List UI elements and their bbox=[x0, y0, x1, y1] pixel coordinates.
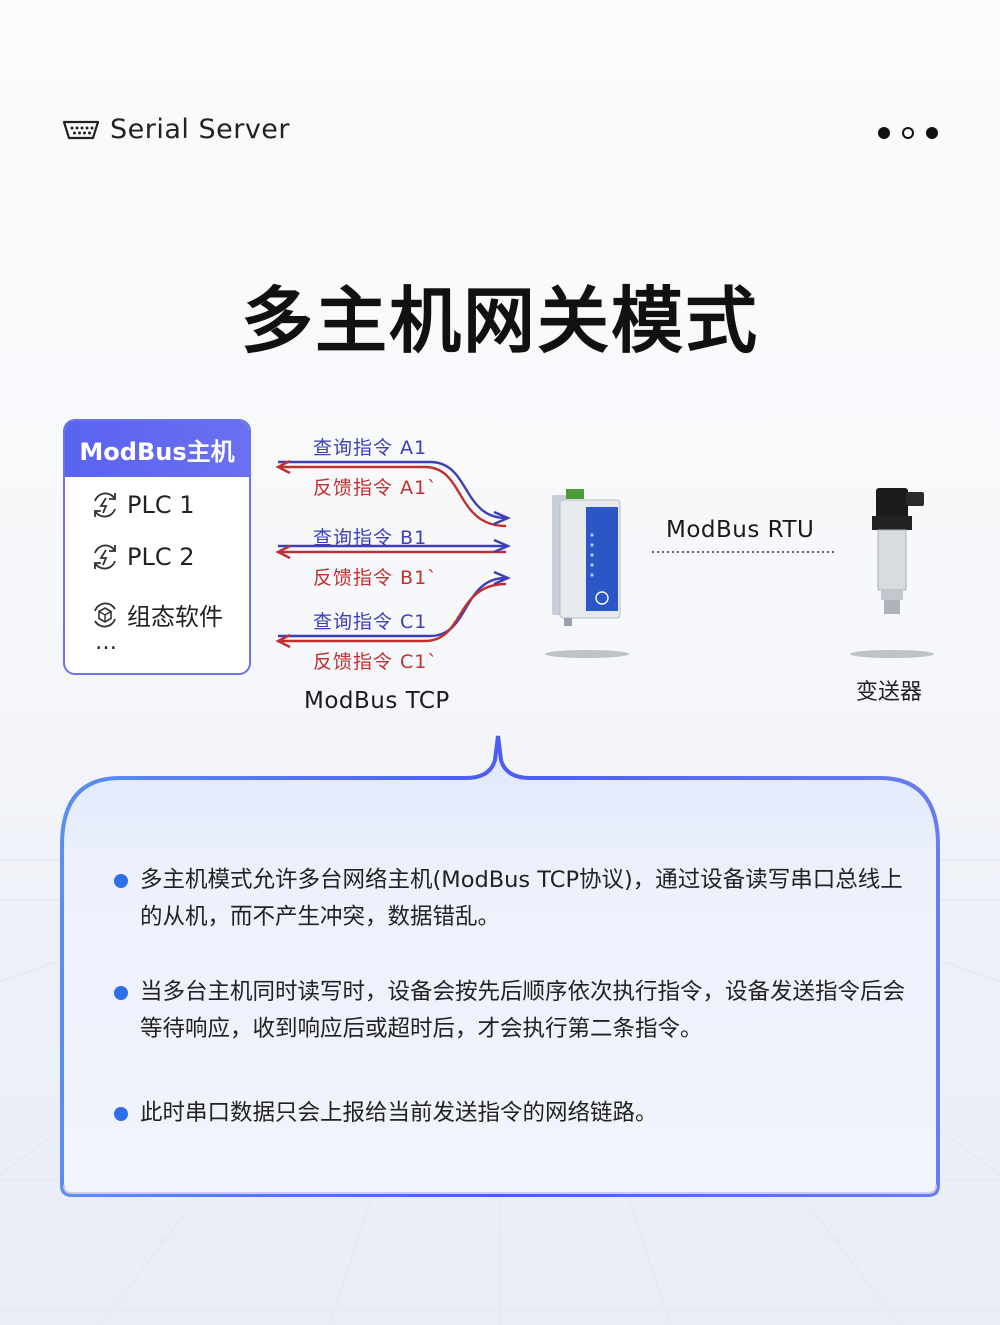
info-card bbox=[60, 735, 940, 1197]
indicator-dot-filled bbox=[878, 127, 890, 139]
bullet-item: 当多台主机同时读写时，设备会按先后顺序依次执行指令，设备发送指令后会等待响应，收… bbox=[110, 974, 910, 1048]
plc-cycle-icon bbox=[94, 492, 116, 518]
protocol-rtu-label: ModBus RTU bbox=[666, 517, 815, 543]
host-item-software: 组态软件 bbox=[89, 597, 223, 632]
modbus-host-box: ModBus主机 bbox=[63, 419, 251, 675]
bullet-text: 当多台主机同时读写时，设备会按先后顺序依次执行指令，设备发送指令后会等待响应，收… bbox=[140, 979, 906, 1042]
transmitter-image bbox=[850, 488, 934, 658]
query-label-b: 查询指令 B1 bbox=[313, 527, 428, 549]
plc-cycle-icon bbox=[94, 544, 116, 570]
indicator-dot-outline bbox=[902, 127, 914, 139]
host-item-plc2: PLC 2 bbox=[89, 541, 195, 573]
device-image bbox=[545, 489, 629, 658]
brand-name: Serial Server bbox=[110, 114, 291, 145]
bullet-text: 多主机模式允许多台网络主机(ModBus TCP协议)，通过设备读写串口总线上的… bbox=[140, 867, 903, 930]
page-title: 多主机网关模式 bbox=[240, 279, 759, 363]
bullet-text: 此时串口数据只会上报给当前发送指令的网络链路。 bbox=[140, 1100, 658, 1126]
transmitter-label: 变送器 bbox=[856, 680, 923, 705]
bullet-item: 多主机模式允许多台网络主机(ModBus TCP协议)，通过设备读写串口总线上的… bbox=[110, 862, 910, 936]
query-line-a bbox=[278, 460, 507, 520]
query-line-c bbox=[278, 576, 507, 638]
host-more: … bbox=[95, 630, 117, 655]
arrow-tail-c bbox=[275, 633, 291, 649]
host-item-plc1: PLC 1 bbox=[89, 489, 195, 521]
serial-port-icon bbox=[62, 120, 100, 139]
query-label-a: 查询指令 A1 bbox=[313, 437, 428, 459]
arrow-tail-b bbox=[275, 544, 291, 560]
host-box-title: ModBus主机 bbox=[65, 421, 249, 477]
arrow-head-b bbox=[493, 538, 512, 554]
host-item-label: PLC 2 bbox=[127, 543, 195, 571]
bullet-dot bbox=[114, 986, 128, 1000]
response-label-b: 反馈指令 B1` bbox=[313, 567, 438, 589]
arrow-head-c bbox=[493, 570, 512, 586]
response-line-c bbox=[278, 582, 507, 643]
response-line-a bbox=[278, 465, 507, 528]
bullet-dot bbox=[114, 874, 128, 888]
bullet-item: 此时串口数据只会上报给当前发送指令的网络链路。 bbox=[110, 1095, 910, 1132]
flow-lines bbox=[275, 459, 934, 658]
indicator-dot-filled bbox=[926, 127, 938, 139]
brand: Serial Server bbox=[62, 114, 290, 145]
host-item-label: PLC 1 bbox=[127, 491, 195, 519]
host-item-label: 组态软件 bbox=[127, 603, 223, 631]
response-label-c: 反馈指令 C1` bbox=[313, 651, 438, 673]
response-label-a: 反馈指令 A1` bbox=[313, 477, 438, 499]
protocol-tcp-label: ModBus TCP bbox=[304, 688, 450, 714]
software-cube-icon bbox=[94, 602, 116, 627]
page-indicator-dots bbox=[878, 127, 938, 139]
arrow-head-a bbox=[493, 510, 512, 526]
bullet-dot bbox=[114, 1107, 128, 1121]
query-label-c: 查询指令 C1 bbox=[313, 611, 428, 633]
arrow-tail-a bbox=[275, 459, 291, 475]
